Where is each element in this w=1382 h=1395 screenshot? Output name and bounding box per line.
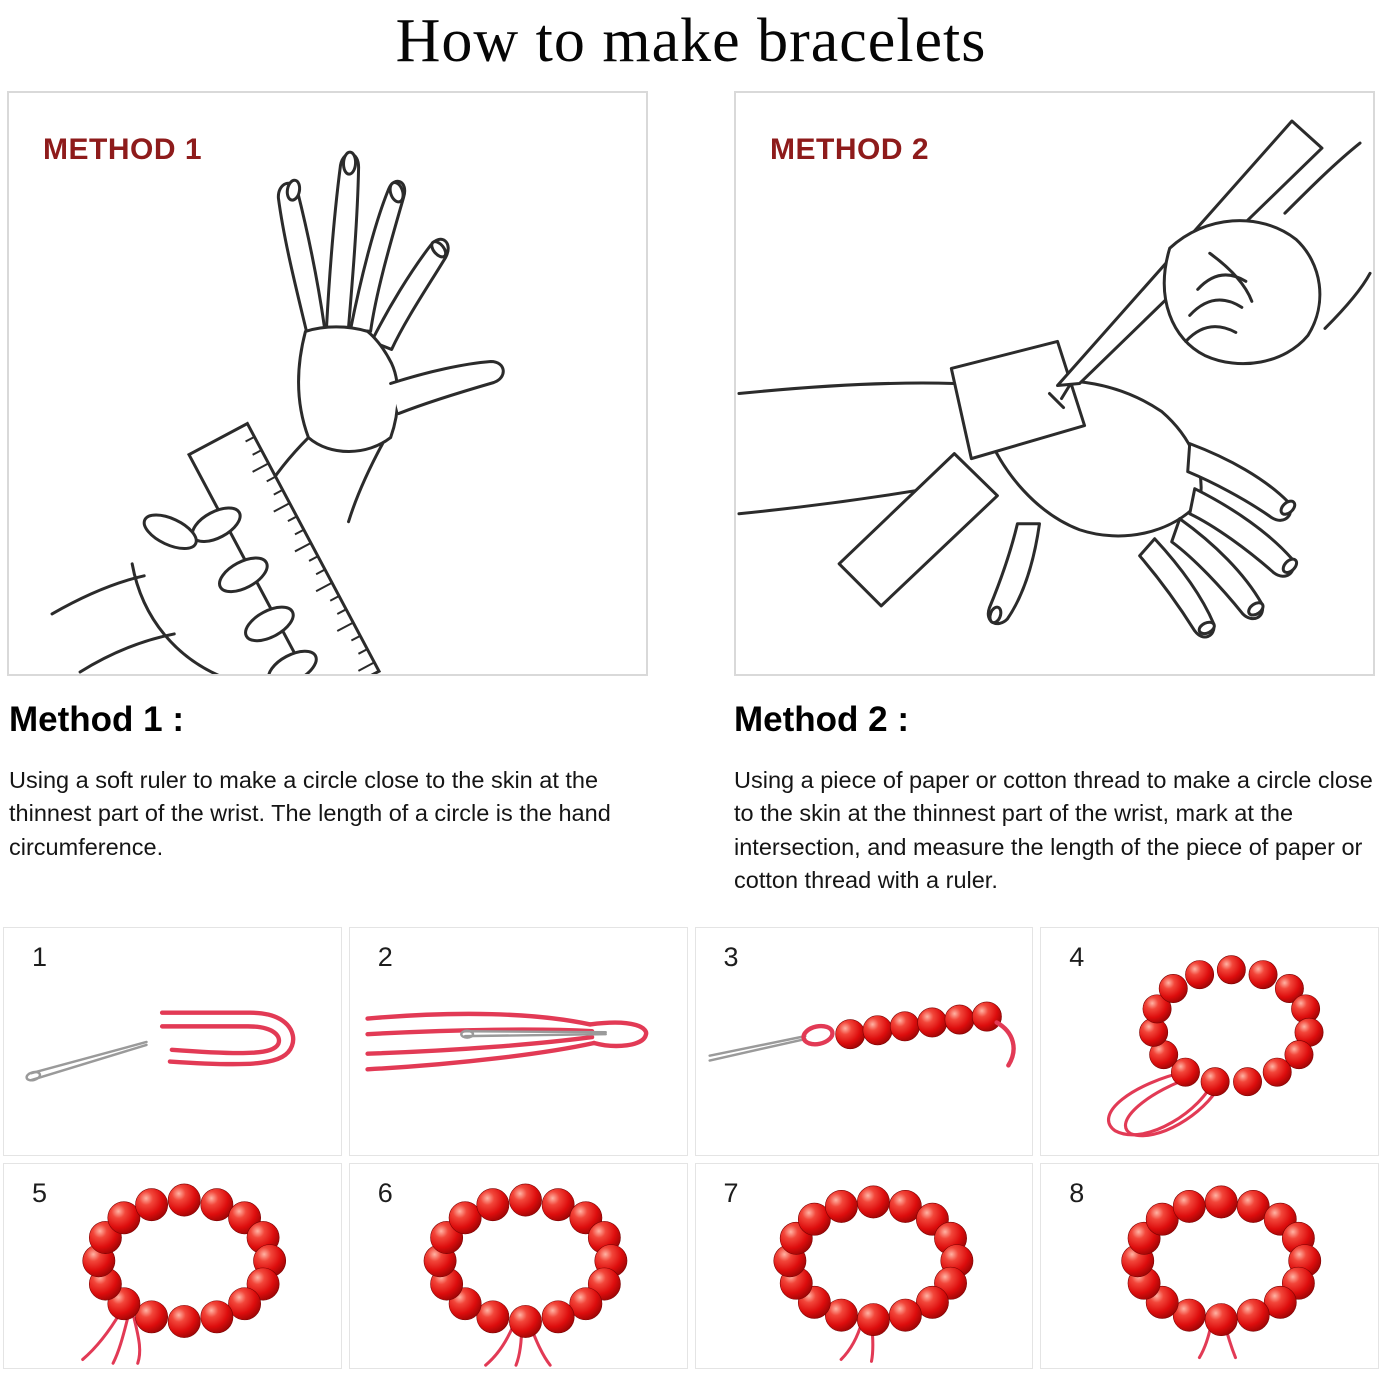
cord-tail (993, 1020, 1016, 1069)
step-6-cell: 6 (348, 1163, 688, 1370)
step-3-number: 3 (723, 942, 739, 973)
step-2-cell: 2 (348, 927, 688, 1157)
step-3-cell: 3 (694, 927, 1034, 1157)
method-2-text: Using a piece of paper or cotton thread … (734, 767, 1373, 894)
beading-needle (707, 1035, 807, 1063)
intersection-mark (1047, 392, 1066, 410)
step-8-cell: 8 (1040, 1163, 1379, 1370)
paper-strip-band (949, 339, 1087, 461)
step-5-cell: 5 (3, 1163, 342, 1370)
method-2-illustration (737, 119, 1372, 639)
method-2-panel: METHOD 2 (734, 91, 1375, 676)
red-cords (365, 1012, 649, 1072)
method-1-description: Method 1 : Using a soft ruler to make a … (9, 700, 648, 897)
gripping-hand (50, 506, 318, 674)
step-1-photo (25, 1010, 296, 1082)
step-5-photo (81, 1184, 287, 1366)
method-1-illustration (50, 150, 505, 674)
step-2-number: 2 (377, 942, 393, 973)
method-1-text: Using a soft ruler to make a circle clos… (9, 767, 611, 860)
step-8-photo (1121, 1185, 1322, 1360)
folded-red-cord (159, 1010, 296, 1067)
step-3-photo (707, 1002, 1016, 1069)
pen-holding-hand (1162, 141, 1372, 366)
strung-beads (834, 1002, 1002, 1050)
step-5-number: 5 (32, 1178, 48, 1209)
method-descriptions-row: Method 1 : Using a soft ruler to make a … (0, 700, 1382, 897)
step-8-number: 8 (1069, 1178, 1085, 1209)
beading-needle (25, 1041, 148, 1082)
ruler-tick-marks (245, 435, 375, 672)
step-7-photo (772, 1185, 973, 1364)
step-1-cell: 1 (3, 927, 342, 1157)
paper-strip-loose-end (837, 452, 999, 608)
method-2-heading: Method 2 : (734, 700, 909, 739)
method-2-description: Method 2 : Using a piece of paper or cot… (734, 700, 1373, 897)
beading-needle (459, 1029, 607, 1040)
step-4-cell: 4 (1040, 927, 1379, 1157)
step-6-number: 6 (377, 1178, 393, 1209)
method-1-heading: Method 1 : (9, 700, 184, 739)
page-title: How to make bracelets (395, 7, 987, 75)
step-6-photo (423, 1184, 628, 1368)
step-7-cell: 7 (694, 1163, 1034, 1370)
method-1-panel: METHOD 1 (7, 91, 648, 676)
step-4-photo (1107, 955, 1324, 1138)
method-1-label: METHOD 1 (43, 133, 203, 166)
step-7-number: 7 (723, 1178, 739, 1209)
measured-hand (276, 150, 505, 453)
method-2-label: METHOD 2 (770, 133, 930, 166)
method-panels-row: METHOD 1 (0, 91, 1382, 676)
step-4-number: 4 (1069, 942, 1085, 973)
step-2-photo (365, 1012, 649, 1072)
soft-ruler (186, 421, 382, 674)
steps-grid: 1 2 (0, 927, 1382, 1370)
cord-loop (800, 1024, 835, 1047)
step-1-number: 1 (32, 942, 48, 973)
